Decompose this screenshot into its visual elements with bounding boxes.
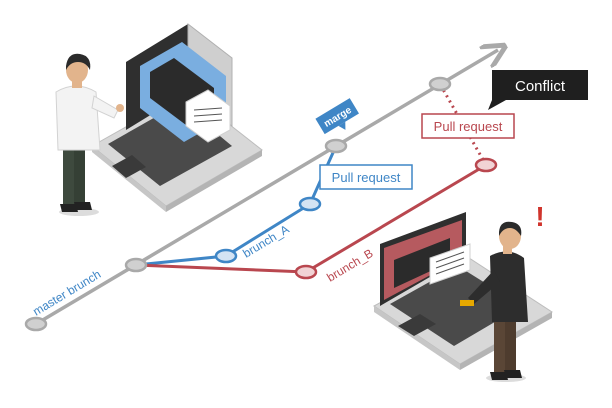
branch-a-commit-2 <box>298 196 322 212</box>
pull-request-a-label: Pull request <box>332 170 401 185</box>
master-commit-merge <box>324 138 348 154</box>
pull-request-b-box: Pull request <box>421 113 515 139</box>
person-developer-left <box>55 53 124 216</box>
master-commit-branch-point <box>124 257 148 273</box>
laptop-left-screen <box>140 42 231 143</box>
conflict-callout: Conflict <box>488 70 588 110</box>
branch-b-commit-2 <box>474 157 498 173</box>
branch-b-commit-1 <box>294 264 318 280</box>
master-commit-conflict <box>428 76 452 92</box>
pull-request-b-label: Pull request <box>434 119 503 134</box>
master-branch-label: master brunch <box>30 267 103 319</box>
conflict-label: Conflict <box>515 78 566 95</box>
laptop-left <box>91 22 263 212</box>
master-commit-start <box>24 316 48 332</box>
pull-request-a-box: Pull request <box>319 164 413 190</box>
master-branch <box>35 50 498 326</box>
alert-exclamation-icon: ! <box>535 201 544 232</box>
laptop-right-screen <box>384 220 471 300</box>
branch-a-commit-1 <box>214 248 238 264</box>
branch-b-label: brunch_B <box>324 246 375 284</box>
person-developer-right <box>460 221 528 382</box>
